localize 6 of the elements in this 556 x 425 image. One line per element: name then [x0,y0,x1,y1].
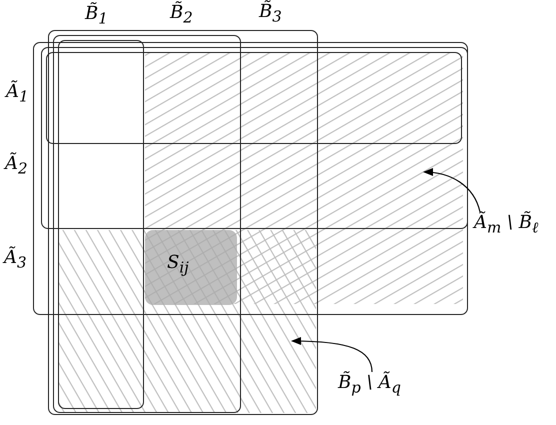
leader-arrow [423,168,481,212]
shaded-region [145,230,237,305]
annotation-text: Ã$_{m}$ \ B̃$_{ℓ}$ [474,212,556,252]
region-label: S$_{ij}$ [167,252,189,277]
leader-arrow [291,337,373,372]
annotation-text: B̃$_{p}$ \ Ã$_{q}$ [338,372,422,412]
